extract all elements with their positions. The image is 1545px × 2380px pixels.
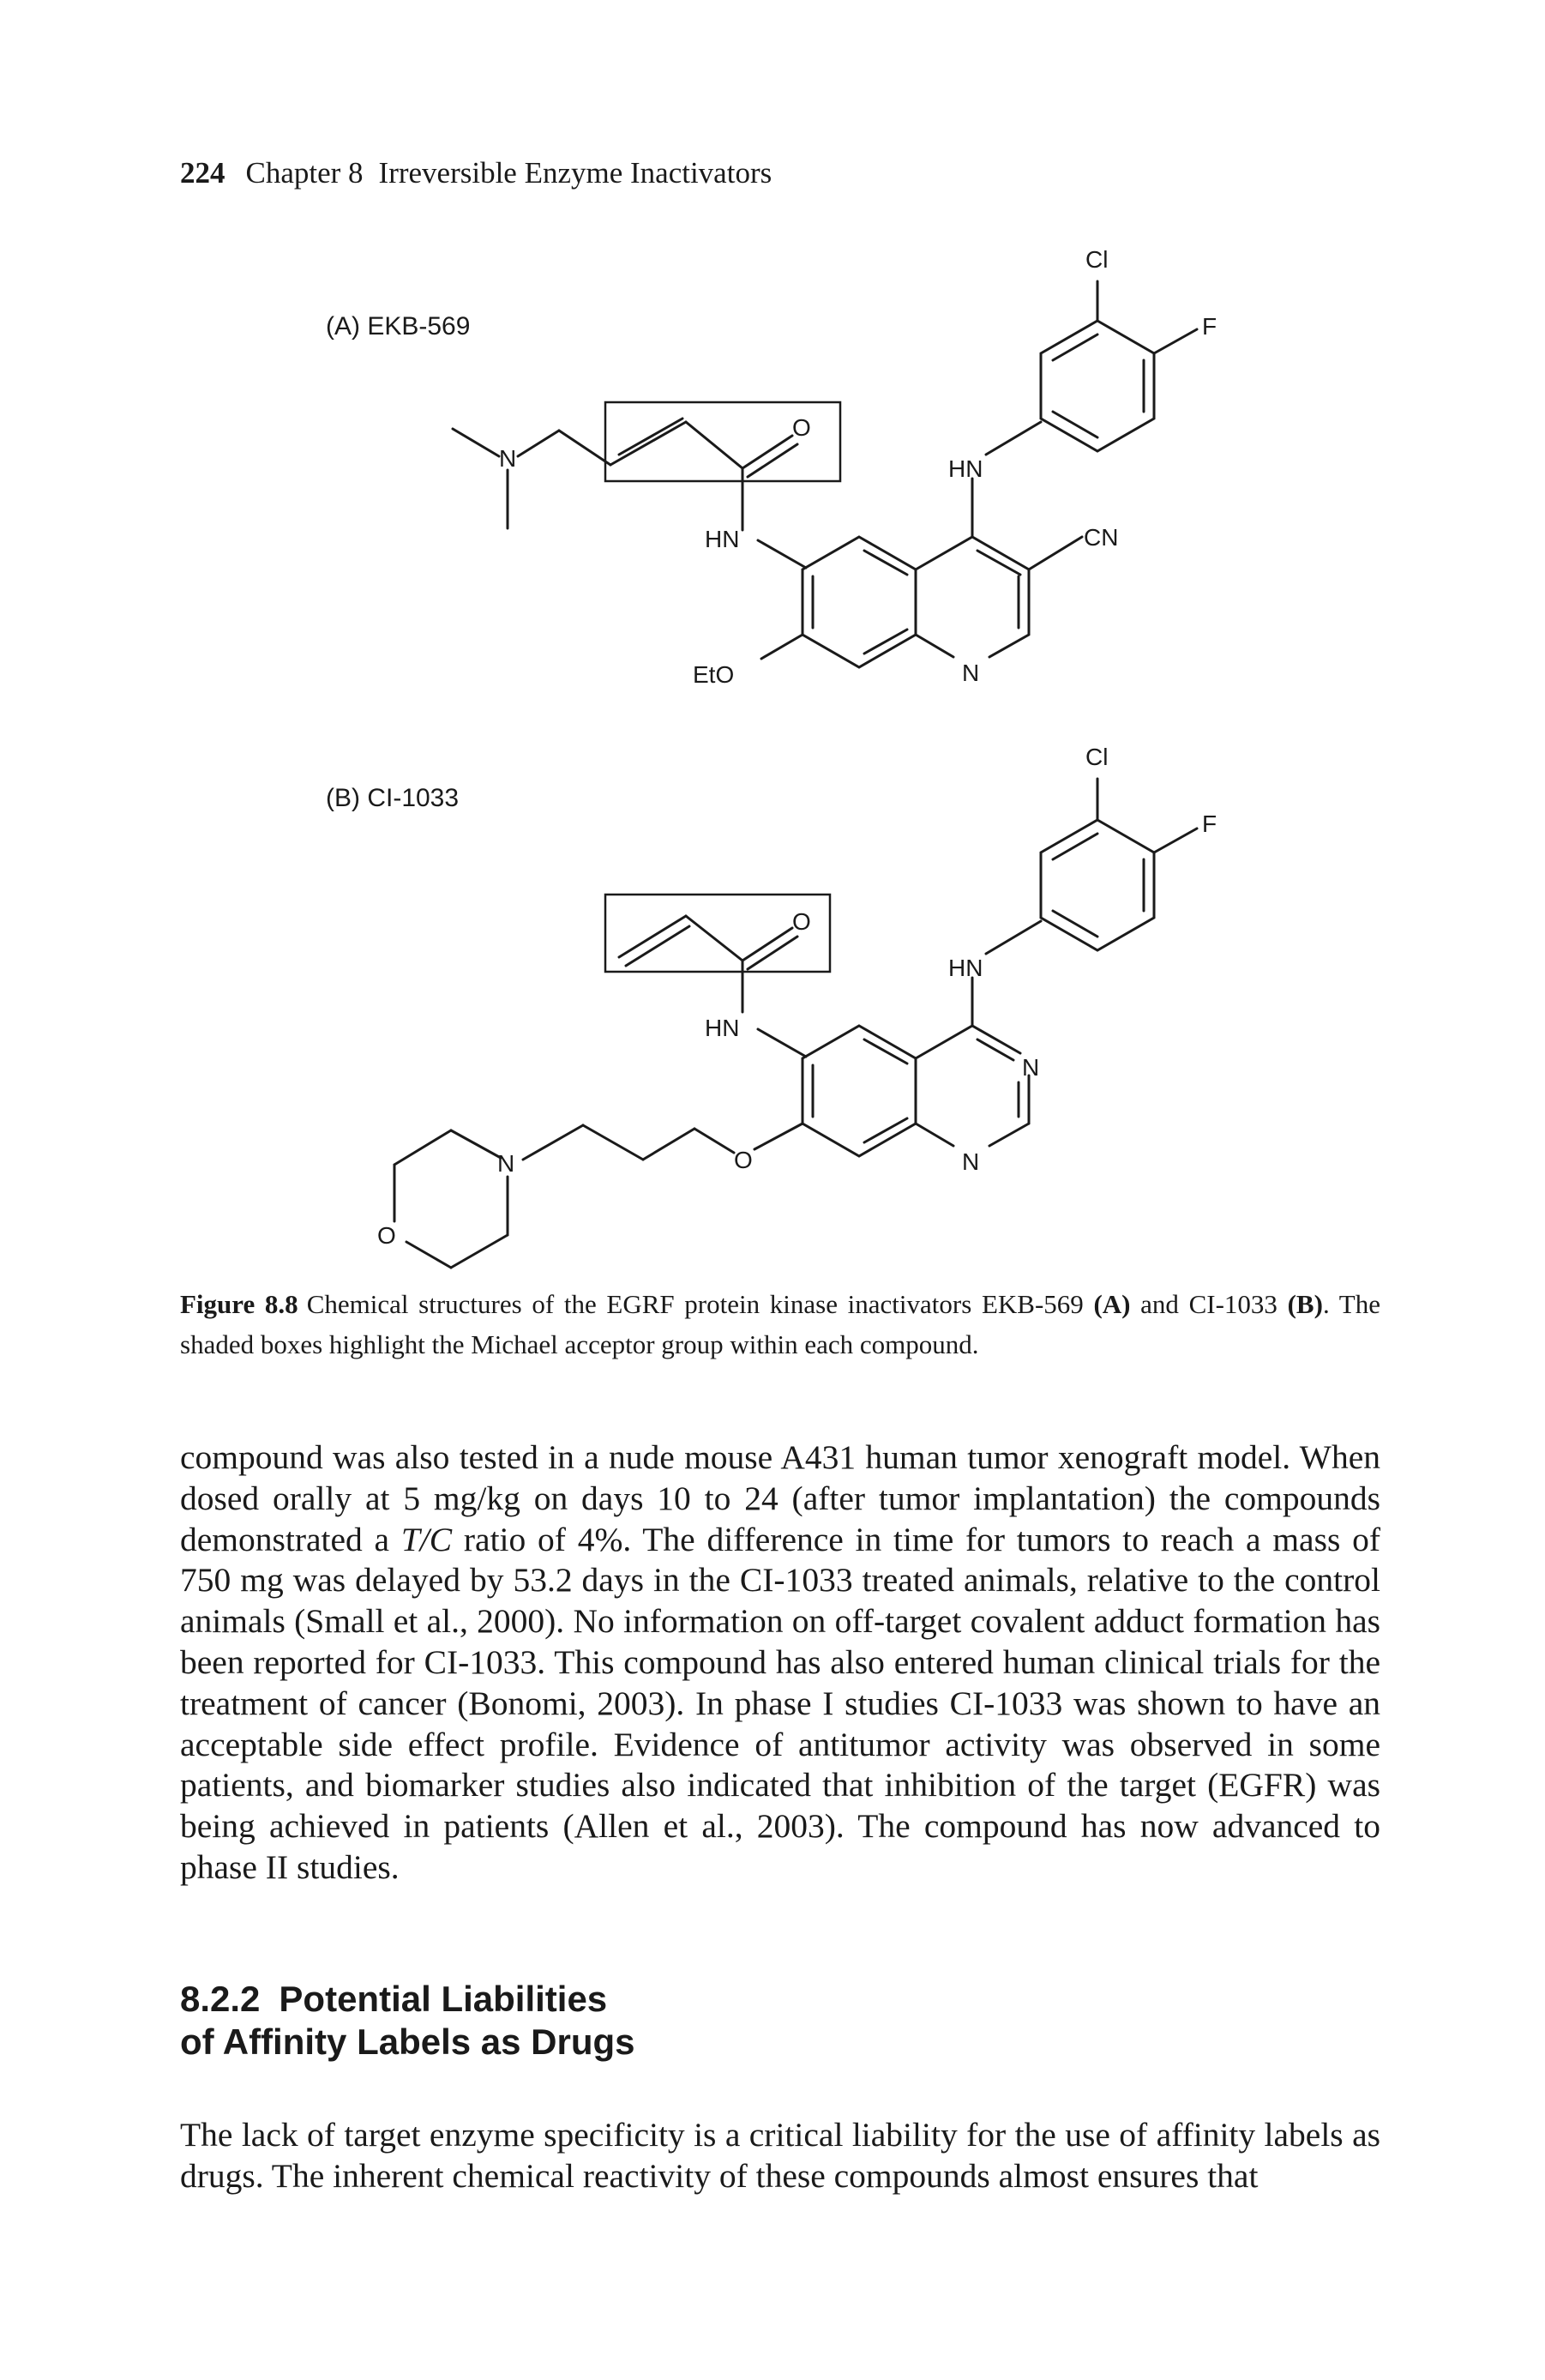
atom-o-morpholine: O — [377, 1222, 396, 1249]
running-header: 224 Chapter 8 Irreversible Enzyme Inactiva… — [180, 154, 1380, 192]
atom-hn-amide-a: HN — [705, 526, 739, 552]
ci-1033-structure — [393, 777, 1199, 1269]
panel-b-label: (B) CI-1033 — [326, 784, 459, 812]
atom-cl-a: Cl — [1085, 246, 1108, 273]
atom-cn: CN — [1084, 524, 1118, 551]
caption-marker-a: (A) — [1093, 1289, 1131, 1319]
caption-text-2: and CI-1033 — [1130, 1289, 1288, 1319]
atom-n-quinazoline-1: N — [962, 1148, 979, 1175]
atom-n-dimethyl: N — [499, 445, 516, 472]
paragraph-1-tc-ratio: T/C — [400, 1520, 453, 1558]
chapter-label: Chapter 8 — [245, 156, 364, 190]
paragraph-1-part-1: compound was also tested in a nude mouse… — [180, 1438, 1380, 1558]
caption-text-3: . The shaded boxes highlight the Michael… — [180, 1289, 1380, 1359]
michael-acceptor-box-b — [604, 893, 832, 973]
ekb-569-structure — [451, 280, 1199, 669]
atom-o-carbonyl-b: O — [792, 908, 811, 935]
body-paragraph-2: The lack of target enzyme specificity is… — [180, 2116, 1380, 2195]
atom-n-quinazoline-3: N — [1022, 1054, 1039, 1081]
atom-hn-aniline-a: HN — [948, 455, 983, 482]
caption-text-1: Chemical structures of the EGRF protein … — [306, 1289, 1094, 1319]
atom-o-carbonyl-a: O — [792, 414, 811, 441]
section-number: 8.2.2 — [180, 1979, 261, 2019]
figure-caption: Figure 8.8 Chemical structures of the EGR… — [180, 1284, 1380, 1365]
atom-f-b: F — [1202, 810, 1217, 837]
atom-n-quinoline: N — [962, 660, 979, 686]
section-title-line-1: Potential Liabilities — [279, 1979, 608, 2019]
atom-n-morpholine: N — [497, 1150, 514, 1177]
panel-a-label: (A) EKB-569 — [326, 312, 470, 340]
paragraph-1-part-2: ratio of 4%. The difference in time for … — [180, 1520, 1380, 1886]
atom-hn-aniline-b: HN — [948, 955, 983, 981]
atom-hn-amide-b: HN — [705, 1015, 739, 1041]
figure-label: Figure 8.8 — [180, 1289, 298, 1319]
atom-f-a: F — [1202, 313, 1217, 340]
atom-eto: EtO — [693, 661, 734, 688]
caption-marker-b: (B) — [1287, 1289, 1323, 1319]
page-number: 224 — [180, 156, 225, 190]
figure-8-8-structures: (A) EKB-569 — [326, 246, 1217, 1269]
chapter-title: Irreversible Enzyme Inactivators — [378, 156, 772, 190]
body-paragraph-1: compound was also tested in a nude mouse… — [180, 1437, 1380, 1889]
atom-o-ether: O — [734, 1147, 753, 1173]
atom-cl-b: Cl — [1085, 744, 1108, 770]
michael-acceptor-box-a — [604, 401, 842, 483]
section-title-line-2: of Affinity Labels as Drugs — [180, 2021, 635, 2062]
